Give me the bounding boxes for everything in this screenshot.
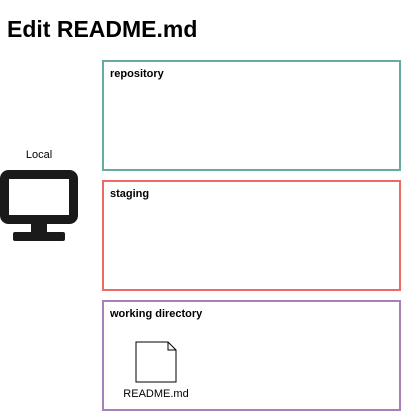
staging-label: staging bbox=[110, 188, 150, 200]
working-directory-label: working directory bbox=[110, 308, 203, 320]
repository-label: repository bbox=[110, 68, 164, 80]
diagram-title: Edit README.md bbox=[7, 16, 198, 42]
staging-zone: staging bbox=[102, 180, 401, 291]
file-name-label: README.md bbox=[123, 388, 189, 400]
local-label: Local bbox=[25, 149, 53, 161]
file-icon bbox=[135, 341, 177, 383]
working-directory-zone: working directory README.md bbox=[102, 300, 401, 411]
desktop-computer-icon bbox=[0, 170, 78, 241]
repository-zone: repository bbox=[102, 60, 401, 171]
